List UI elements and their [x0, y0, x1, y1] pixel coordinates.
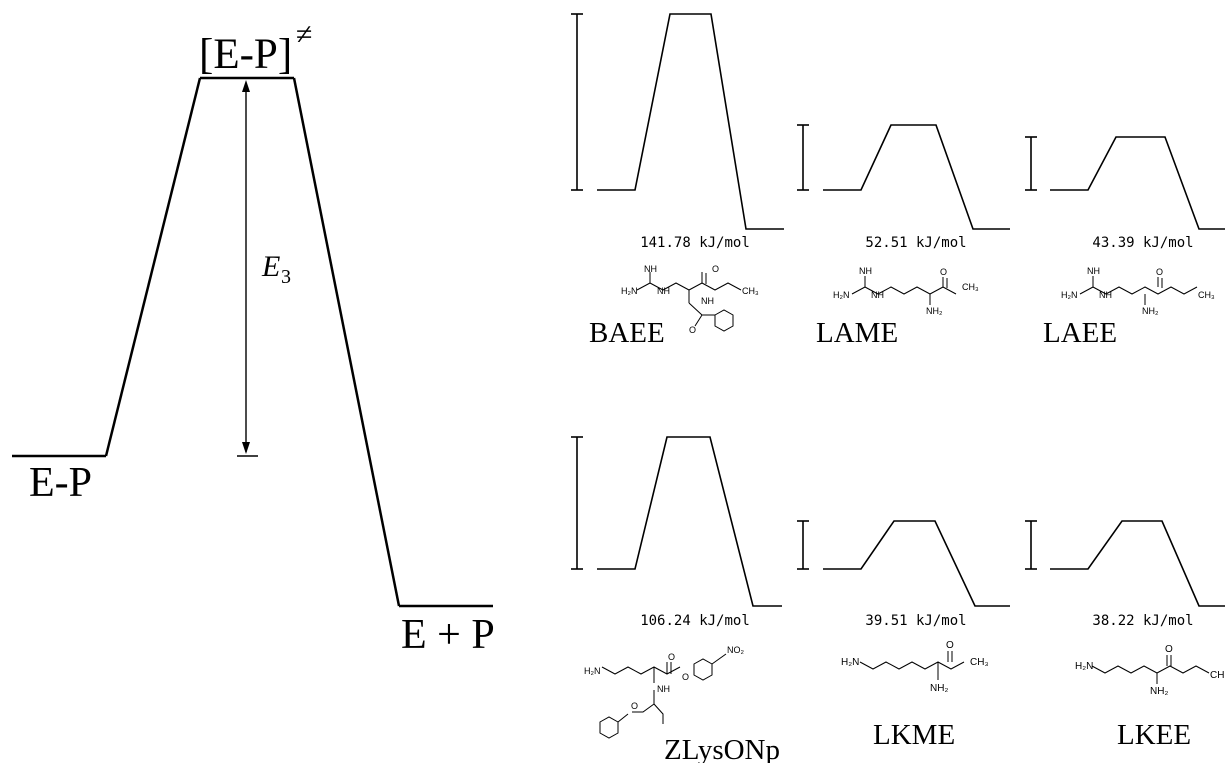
molecule-labels: NH H₂N NH O CH₃ NH₂ [833, 266, 979, 316]
svg-text:NH: NH [644, 264, 657, 274]
ascent-line [104, 77, 202, 457]
svg-text:O: O [631, 701, 638, 711]
svg-text:NH: NH [859, 266, 872, 276]
svg-text:NH₂: NH₂ [930, 683, 948, 694]
activation-energy-value: 141.78 kJ/mol [640, 235, 750, 251]
molecule-structure [859, 651, 965, 680]
energy-profile-mini [797, 124, 1010, 230]
panel-lkee: 38.22 kJ/mol H₂N O CH NH₂ LKEE [1025, 520, 1225, 751]
molecule-labels: H₂N O NO₂ NH O O [584, 645, 745, 711]
svg-text:CH₃: CH₃ [970, 657, 989, 668]
substrate-name: BAEE [589, 317, 665, 349]
svg-text:NH: NH [871, 290, 884, 300]
svg-text:NH₂: NH₂ [926, 306, 943, 316]
svg-text:H₂N: H₂N [833, 290, 850, 300]
energy-profile-mini [797, 520, 1010, 607]
svg-text:O: O [712, 264, 719, 274]
svg-text:O: O [1156, 267, 1163, 277]
molecule-labels: H₂N O CH₃ NH₂ [841, 640, 989, 694]
panel-lkme: 39.51 kJ/mol H₂N O CH₃ NH₂ LKME [797, 520, 1010, 751]
svg-text:NH: NH [1099, 290, 1112, 300]
svg-text:NH: NH [657, 684, 670, 694]
svg-text:NH₂: NH₂ [1150, 686, 1168, 697]
svg-text:CH₃: CH₃ [1198, 290, 1215, 300]
molecule-labels: H₂N O CH NH₂ [1075, 644, 1224, 697]
svg-text:CH₃: CH₃ [742, 286, 759, 296]
energy-profile-mini [571, 13, 784, 230]
svg-text:NH: NH [657, 286, 670, 296]
arrow-head-down [242, 442, 250, 454]
transition-state-superscript: ≠ [296, 18, 312, 51]
transition-state-label: [E-P] [199, 31, 292, 78]
svg-text:NH₂: NH₂ [1142, 306, 1159, 316]
svg-text:NH: NH [1087, 266, 1100, 276]
activation-energy-value: 38.22 kJ/mol [1092, 613, 1193, 629]
svg-text:O: O [689, 325, 696, 335]
panel-lame: 52.51 kJ/mol NH H₂N NH O CH₃ NH₂ LAME [797, 124, 1010, 349]
molecule-labels: NH H₂N NH O CH₃ NH O [621, 264, 759, 335]
panel-zlysonp: 106.24 kJ/mol H₂N O NO₂ NH O O ZLysONp [571, 436, 782, 763]
substrate-name: LKME [873, 719, 955, 751]
reactant-label: E-P [29, 460, 92, 506]
substrate-name: LAEE [1043, 317, 1117, 349]
molecule-structure [1091, 655, 1210, 684]
svg-text:H₂N: H₂N [1075, 661, 1093, 672]
svg-text:O: O [1165, 644, 1173, 655]
svg-text:H₂N: H₂N [584, 666, 601, 676]
product-label: E + P [401, 612, 495, 658]
svg-text:NO₂: NO₂ [727, 645, 745, 655]
svg-text:O: O [668, 652, 675, 662]
panel-baee: 141.78 kJ/mol NH H₂N NH O CH₃ NH O BAEE [571, 13, 784, 349]
svg-text:H₂N: H₂N [841, 657, 859, 668]
substrate-name: ZLysONp [664, 734, 780, 763]
activation-energy-value: 39.51 kJ/mol [865, 613, 966, 629]
svg-text:CH₃: CH₃ [962, 282, 979, 292]
svg-text:O: O [940, 267, 947, 277]
molecule-structure [851, 276, 957, 305]
energy-profile-mini [571, 436, 782, 607]
arrow-head-up [242, 80, 250, 92]
descent-line [292, 77, 401, 607]
barrier-arrow [237, 80, 258, 457]
activation-energy-value: 52.51 kJ/mol [865, 235, 966, 251]
barrier-label-subscript: 3 [281, 266, 291, 288]
molecule-structure [599, 653, 727, 739]
svg-text:H₂N: H₂N [621, 286, 638, 296]
main-energy-profile [12, 76, 493, 608]
substrate-name: LAME [816, 317, 898, 349]
panel-laee: 43.39 kJ/mol NH H₂N NH O CH₃ NH₂ LAEE [1025, 136, 1225, 349]
molecule-structure [636, 272, 742, 332]
energy-profile-mini [1025, 520, 1225, 607]
molecule-labels: NH H₂N NH O CH₃ NH₂ [1061, 266, 1215, 316]
svg-text:O: O [682, 672, 689, 682]
substrate-name: LKEE [1117, 719, 1191, 751]
energy-profile-mini [1025, 136, 1225, 230]
svg-text:CH: CH [1210, 670, 1224, 681]
svg-text:NH: NH [701, 296, 714, 306]
activation-energy-value: 106.24 kJ/mol [640, 613, 750, 629]
activation-energy-value: 43.39 kJ/mol [1092, 235, 1193, 251]
svg-text:H₂N: H₂N [1061, 290, 1078, 300]
barrier-label: E [261, 250, 280, 283]
svg-text:O: O [946, 640, 954, 651]
molecule-structure [1079, 276, 1198, 305]
